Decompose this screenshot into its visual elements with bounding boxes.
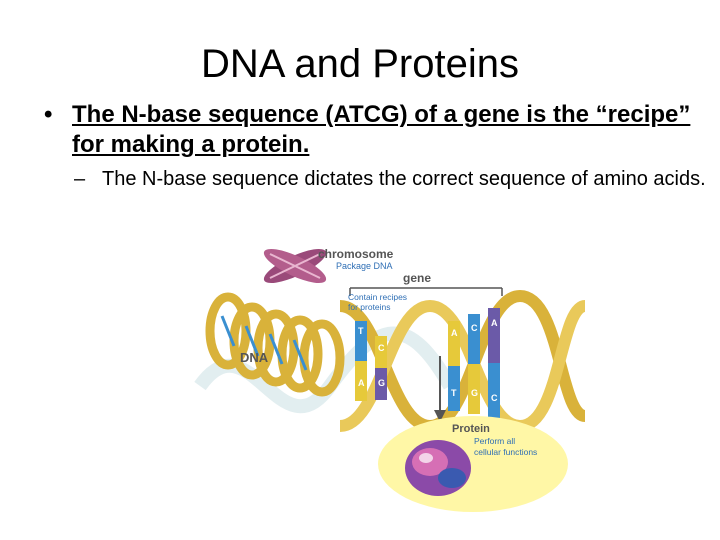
dna-coils	[205, 292, 345, 397]
base-letter: T	[358, 326, 364, 336]
sub-bullet-marker: –	[74, 168, 86, 190]
coil-rungs	[220, 315, 308, 371]
gene-label: gene	[403, 271, 431, 285]
sub-bullet: – The N-base sequence dictates the corre…	[74, 166, 714, 192]
protein-blob	[405, 440, 471, 496]
base-letter: T	[451, 388, 457, 398]
base-letter: A	[451, 328, 458, 338]
base-letter: G	[471, 388, 478, 398]
base-letter: A	[491, 318, 498, 328]
slide-title: DNA and Proteins	[201, 42, 519, 86]
protein-caption-line2: cellular functions	[474, 447, 537, 457]
base-letter: C	[378, 343, 385, 353]
main-bullet-text: The N-base sequence (ATCG) of a gene is …	[72, 101, 691, 158]
chromosome-caption: Package DNA	[336, 261, 393, 271]
base-letter: C	[471, 323, 478, 333]
protein-label: Protein	[452, 423, 490, 435]
base-letter: G	[378, 378, 385, 388]
arrow-down-icon	[434, 410, 446, 422]
dna-label: DNA	[240, 350, 269, 365]
illustration-svg: chromosome Package DNA DNA	[194, 247, 587, 512]
sub-bullet-text: The N-base sequence dictates the correct…	[102, 168, 706, 190]
base-pairs	[355, 308, 500, 418]
bullet-marker: •	[44, 101, 53, 128]
gene-bracket	[349, 287, 503, 296]
chromosome-shape	[263, 249, 327, 283]
main-bullet: • The N-base sequence (ATCG) of a gene i…	[44, 100, 694, 160]
gene-caption-line1: Contain recipes	[348, 292, 407, 302]
gene-caption-line2: for proteins	[348, 302, 391, 312]
protein-caption-line1: Perform all	[474, 436, 515, 446]
base-letter: A	[358, 378, 365, 388]
base-letters: T A C G A T C G A C	[358, 318, 498, 403]
chromosome-label: chromosome	[318, 247, 394, 261]
dna-protein-illustration: chromosome Package DNA DNA	[190, 236, 590, 516]
base-letter: C	[491, 393, 498, 403]
